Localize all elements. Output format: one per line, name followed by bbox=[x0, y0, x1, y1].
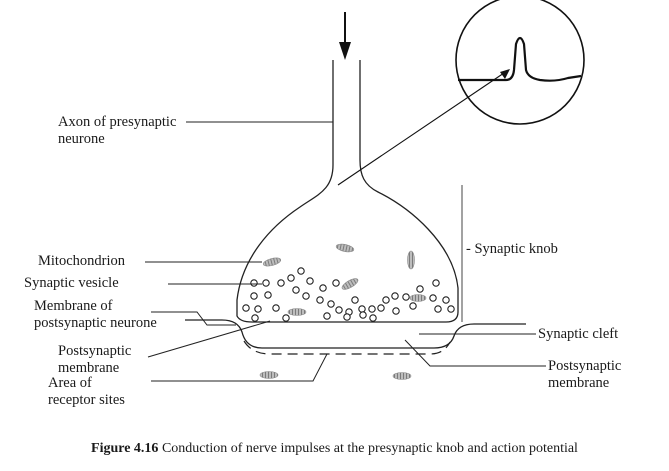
synaptic-vesicle bbox=[272, 304, 280, 312]
receptor-sites-dashed-line bbox=[243, 340, 451, 355]
inset-pointer-arrow bbox=[337, 69, 510, 186]
label-synaptic-cleft: Synaptic cleft bbox=[538, 326, 619, 342]
synaptic-vesicle bbox=[434, 305, 442, 313]
mitochondria bbox=[259, 243, 427, 380]
synaptic-vesicle bbox=[297, 267, 305, 275]
action-potential-trace bbox=[458, 36, 582, 82]
synaptic-vesicle bbox=[392, 307, 400, 315]
label-axon: Axon of presynaptic neurone bbox=[58, 114, 177, 147]
synaptic-vesicle bbox=[316, 296, 324, 304]
synaptic-vesicle bbox=[292, 286, 300, 294]
synaptic-vesicle bbox=[343, 313, 351, 321]
impulse-arrow bbox=[339, 12, 351, 60]
synaptic-vesicle bbox=[351, 296, 359, 304]
presynaptic-knob-outline bbox=[236, 60, 459, 323]
synaptic-vesicle bbox=[302, 292, 310, 300]
synaptic-vesicle bbox=[432, 279, 440, 287]
synaptic-vesicles bbox=[242, 267, 455, 322]
figure-number: Figure 4.16 bbox=[91, 441, 159, 456]
synaptic-vesicle bbox=[251, 314, 259, 322]
synaptic-vesicle bbox=[447, 305, 455, 313]
synaptic-vesicle bbox=[277, 279, 285, 287]
synaptic-vesicle bbox=[306, 277, 314, 285]
synaptic-vesicle bbox=[282, 314, 290, 322]
figure-caption-text: Conduction of nerve impulses at the pres… bbox=[161, 441, 578, 456]
label-area-receptor-sites: Area of receptor sites bbox=[48, 375, 125, 408]
synaptic-vesicle bbox=[429, 294, 437, 302]
synaptic-vesicle bbox=[319, 284, 327, 292]
synaptic-vesicle bbox=[254, 305, 262, 313]
synaptic-vesicle bbox=[262, 279, 270, 287]
label-membrane-postsynaptic-neurone: Membrane of postsynaptic neurone bbox=[34, 298, 157, 331]
action-potential-inset bbox=[455, 0, 585, 125]
synaptic-vesicle bbox=[250, 279, 258, 287]
synaptic-vesicle bbox=[332, 279, 340, 287]
label-synaptic-vesicle: Synaptic vesicle bbox=[24, 275, 119, 291]
synaptic-vesicle bbox=[369, 314, 377, 322]
synaptic-vesicle bbox=[359, 311, 367, 319]
synaptic-vesicle bbox=[409, 302, 417, 310]
synaptic-vesicle bbox=[323, 312, 331, 320]
label-postsynaptic-membrane-right: Postsynaptic membrane bbox=[548, 358, 622, 391]
synaptic-vesicle bbox=[416, 285, 424, 293]
synaptic-vesicle bbox=[358, 305, 366, 313]
label-postsynaptic-membrane-left: Postsynaptic membrane bbox=[58, 343, 132, 376]
leader-lines bbox=[145, 121, 546, 382]
figure-caption: Figure 4.16 Conduction of nerve impulses… bbox=[0, 441, 669, 457]
synaptic-vesicle bbox=[242, 304, 250, 312]
synaptic-vesicle bbox=[287, 274, 295, 282]
synaptic-vesicle bbox=[264, 291, 272, 299]
synaptic-vesicle bbox=[402, 293, 410, 301]
synaptic-vesicle bbox=[382, 296, 390, 304]
label-mitochondrion: Mitochondrion bbox=[38, 253, 125, 269]
postsynaptic-membrane-outer bbox=[185, 319, 526, 349]
synaptic-vesicle bbox=[442, 296, 450, 304]
synaptic-vesicle bbox=[377, 304, 385, 312]
label-synaptic-knob: - Synaptic knob bbox=[466, 241, 558, 257]
synaptic-vesicle bbox=[391, 292, 399, 300]
synaptic-vesicle bbox=[250, 292, 258, 300]
synaptic-vesicle bbox=[335, 306, 343, 314]
synaptic-vesicle bbox=[368, 305, 376, 313]
synaptic-vesicle bbox=[327, 300, 335, 308]
